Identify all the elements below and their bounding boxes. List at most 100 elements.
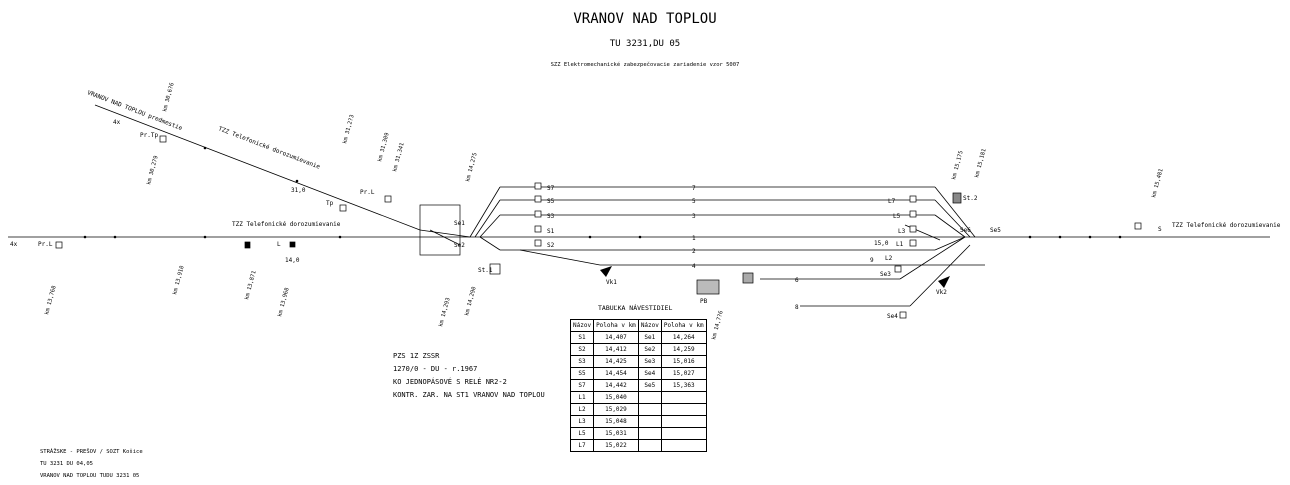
signal-pr-l: Pr.L [38, 241, 53, 248]
table-cell: 15,048 [593, 415, 639, 428]
track-label-2: 2 [692, 248, 696, 255]
tzz-main-left-label: TZZ Telefonické dorozumievanie [232, 221, 341, 228]
table-cell: 15,031 [593, 427, 639, 440]
table-cell: Se5 [637, 379, 662, 392]
table-cell [660, 403, 707, 416]
branch-track-line [94, 104, 421, 231]
table-cell: 15,022 [593, 439, 639, 452]
km-mark: km 31,2?3 [342, 114, 356, 144]
km-mark: km 14,290 [464, 286, 478, 316]
table-cell: S7 [569, 379, 595, 392]
signal-se2: Se2 [454, 242, 465, 249]
table-cell: L7 [569, 439, 595, 452]
signal-s5: S5 [547, 198, 555, 205]
signal-l: L [277, 241, 281, 248]
track-label-1: 1 [692, 235, 696, 242]
table-cell [660, 427, 707, 440]
table-header-row: Názov Poloha v km Názov Poloha v km [569, 319, 707, 332]
signal-s7: S7 [547, 185, 555, 192]
signal-s-right: S [1158, 226, 1162, 233]
table-cell: Se3 [637, 355, 662, 368]
table-cell: 14,259 [660, 343, 707, 356]
table-cell: 14,442 [593, 379, 639, 392]
km-150: 15,0 [874, 240, 889, 247]
km-mark: km 14,275 [465, 152, 479, 182]
table-cell: S2 [569, 343, 595, 356]
signal-l1: L1 [896, 241, 904, 248]
track-label-9: 9 [870, 257, 874, 264]
signal-pb: PB [700, 298, 708, 305]
info-line: 1270/0 - DU - r.1967 [393, 365, 478, 373]
system-description: SZZ Elektromechanické zabezpečovacie zar… [550, 62, 740, 68]
signal-branch-pr-l: Pr.L [360, 189, 375, 196]
info-line: KONTR. ZAR. NA ST1 VRANOV NAD TOPLOU [393, 391, 545, 399]
signal-branch-4x: 4x [113, 119, 121, 126]
km-mark: km 15,181 [974, 148, 988, 178]
footer-line: STRÁŽSKE - PREŠOV / SOZT Košice [40, 449, 143, 455]
table-cell [660, 391, 707, 404]
table-cell: 15,363 [660, 379, 707, 392]
table-cell: L3 [569, 415, 595, 428]
signal-tp: Tp [326, 200, 334, 207]
km-mark: km 15,481 [1151, 168, 1165, 198]
table-cell: Se4 [637, 367, 662, 380]
km-mark: km 30,6?6 [162, 82, 176, 112]
km-mark: km 13,910 [172, 265, 186, 295]
tzz-main-right-label: TZZ Telefonické dorozumievanie [1172, 222, 1281, 229]
signal-se4: Se4 [887, 313, 898, 320]
km-140: 14,0 [285, 257, 300, 264]
km-mark: km 14,7?6 [711, 310, 725, 340]
tu-du-label: TU 3231,DU 05 [609, 39, 681, 49]
table-cell: 14,407 [593, 331, 639, 344]
table-cell: 14,454 [593, 367, 639, 380]
signal-st2: St.2 [963, 195, 978, 202]
track-label-6: 6 [795, 277, 799, 284]
signal-s3: S3 [547, 213, 555, 220]
km-mark: km 31,309 [377, 132, 391, 162]
signal-l3: L3 [898, 228, 906, 235]
km-mark: km 30,279 [146, 155, 160, 185]
table-cell [637, 439, 662, 452]
table-cell: 15,027 [660, 367, 707, 380]
table-cell: S1 [569, 331, 595, 344]
table-cell: 15,040 [593, 391, 639, 404]
km-mark: km 13,768 [44, 285, 58, 315]
footer-block: STRÁŽSKE - PREŠOV / SOZT Košice TU 3231 … [40, 446, 143, 482]
table-cell: S3 [569, 355, 595, 368]
info-line: KO JEDNOPÁSOVÉ S RELÉ NR2-2 [393, 378, 507, 386]
info-line: PZS 1Z ZSSR [393, 352, 440, 360]
table-cell: L2 [569, 403, 595, 416]
table-header: Poloha v km [593, 319, 639, 332]
km-310: 31,0 [291, 187, 306, 194]
signal-vk2: Vk2 [936, 289, 947, 296]
table-cell: 15,016 [660, 355, 707, 368]
signal-l7: L7 [888, 198, 896, 205]
footer-line: VRANOV NAD TOPLOU TUDU 3231 05 [40, 473, 140, 479]
track-label-7: 7 [692, 185, 696, 192]
km-mark: km 14,293 [438, 297, 452, 327]
signal-s2: S2 [547, 242, 555, 249]
signal-se3: Se3 [880, 271, 891, 278]
signal-l2: L2 [885, 255, 893, 262]
table-cell: 14,425 [593, 355, 639, 368]
table-header: Názov [637, 319, 662, 332]
table-cell [660, 439, 707, 452]
signal-st1: St.1 [478, 267, 493, 274]
signal-pr-tp: Pr.Tp [140, 132, 158, 139]
table-cell: 14,412 [593, 343, 639, 356]
table-cell: Se1 [637, 331, 662, 344]
table-title: TABUĽKA NÁVESTIDIEL [598, 304, 673, 312]
track-label-8: 8 [795, 304, 799, 311]
km-mark: km 13,871 [244, 270, 258, 300]
